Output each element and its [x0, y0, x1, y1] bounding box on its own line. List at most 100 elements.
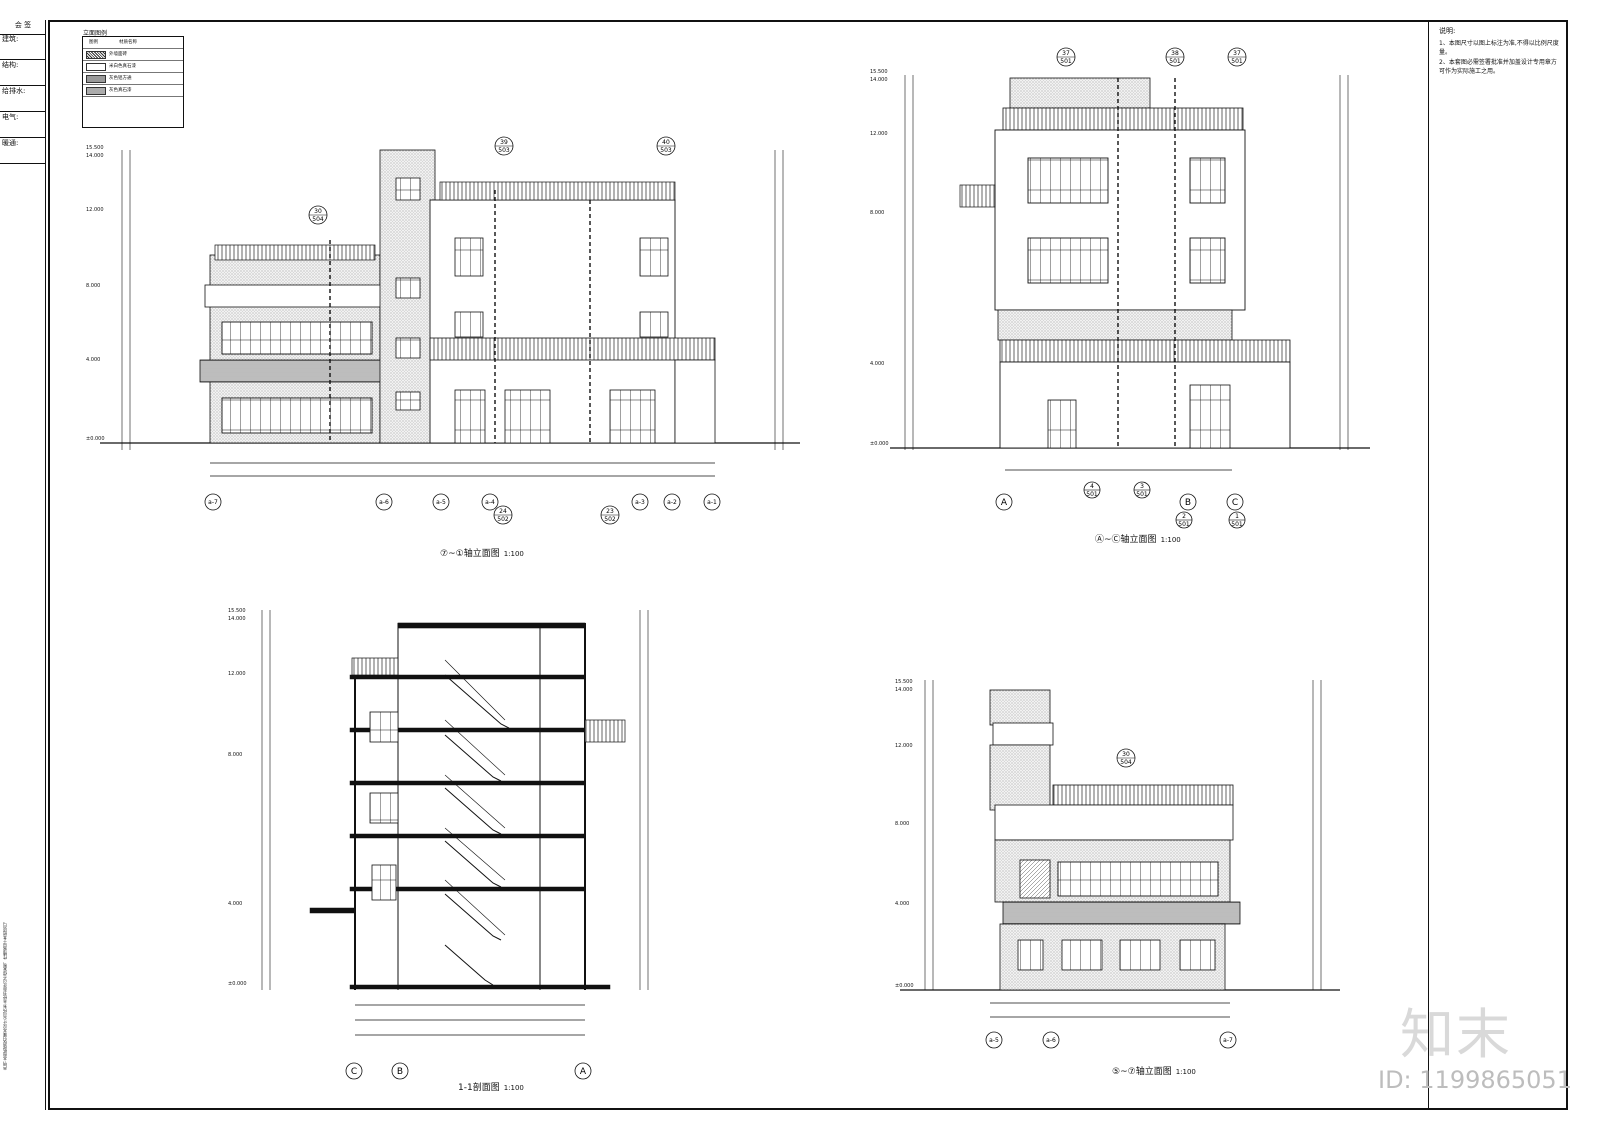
legend-title: 立面图例 [83, 30, 108, 37]
sign-panel: 会 签 建筑: 结构: 给排水: 电气: 暖通: 声明:本图纸版权归属本设计公司… [0, 20, 46, 1110]
callout-sheet: 501 [1169, 58, 1181, 65]
level-mark: 12.000 [228, 671, 246, 677]
callout-num: 3 [1140, 483, 1144, 490]
axis-label: a-1 [707, 499, 717, 506]
level-mark: ±0.000 [228, 981, 247, 987]
sign-row-hvac: 暖通: [0, 138, 46, 164]
callout-sheet: 501 [1136, 491, 1148, 498]
axis-label: a-7 [208, 499, 218, 506]
axis-label: a-3 [635, 499, 645, 506]
dots-swatch-icon [86, 87, 106, 95]
elev3-levels: 15.500 14.000 12.000 8.000 4.000 ±0.000 [895, 679, 914, 989]
callout-num: 30 [314, 208, 322, 215]
sign-row-plumbing: 给排水: [0, 86, 46, 112]
level-mark: 15.500 [228, 608, 246, 614]
axis-label: A [1001, 498, 1008, 508]
level-mark: ±0.000 [895, 983, 914, 989]
drawing-frame [48, 20, 1568, 1110]
axis-label: B [397, 1067, 403, 1077]
callout-sheet: 502 [604, 516, 616, 523]
note-item-1: 1、本图尺寸以图上标注为准,不得以比例尺度量。 [1439, 40, 1559, 56]
elev2-levels: 15.500 14.000 12.000 8.000 4.000 ±0.000 [870, 69, 889, 447]
watermark-id: ID: 1199865051 [1378, 1066, 1572, 1094]
level-mark: 15.500 [895, 679, 913, 685]
level-mark: 14.000 [870, 77, 888, 83]
callout-sheet: 502 [497, 516, 509, 523]
gray-swatch-icon [86, 75, 106, 83]
callout-sheet: 501 [1231, 58, 1243, 65]
legend-col-pattern: 图例 [89, 40, 98, 45]
notes-title: 说明: [1439, 27, 1456, 35]
callout-num: 4 [1090, 483, 1094, 490]
elev3-caption-scale: 1:100 [1175, 1068, 1196, 1076]
elev2-caption-prefix: Ⓐ~Ⓒ [1095, 535, 1121, 545]
axis-label: a-5 [436, 499, 446, 506]
level-mark: 15.500 [86, 145, 104, 151]
callout-sheet: 501 [1086, 491, 1098, 498]
axis-label: B [1185, 498, 1191, 508]
level-mark: 4.000 [895, 901, 909, 907]
callout-num: 37 [1062, 50, 1070, 57]
callout-sheet: 501 [1060, 58, 1072, 65]
white-swatch-icon [86, 63, 106, 71]
elev3-axes: a-5 a-6 a-7 [985, 1031, 1237, 1049]
elev1-caption-title: 轴立面图 [463, 549, 500, 559]
level-mark: 12.000 [86, 207, 104, 213]
section-1-1 [261, 610, 649, 1036]
elevation-1 [100, 149, 800, 477]
material-legend: 立面图例 图例 材质名称 外墙面砖 米白色真石漆 灰色铝方通 灰色真石漆 [82, 30, 184, 128]
callout-num: 2 [1182, 513, 1186, 520]
legend-item: 灰色真石漆 [109, 88, 132, 93]
level-mark: 14.000 [895, 687, 913, 693]
level-mark: 4.000 [870, 361, 884, 367]
elev2-axes: A B C [995, 493, 1244, 511]
level-mark: ±0.000 [870, 441, 889, 447]
hatch-swatch-icon [86, 51, 106, 59]
callout-sheet: 503 [660, 147, 672, 154]
axis-label: a-6 [379, 499, 389, 506]
sign-row-structure: 结构: [0, 60, 46, 86]
level-mark: 14.000 [86, 153, 104, 159]
elev1-axes: a-7 a-6 a-5 a-4 a-3 a-2 a-1 [204, 493, 721, 511]
elev2-caption-title: 轴立面图 [1120, 535, 1157, 545]
section-levels: 15.500 14.000 12.000 8.000 4.000 ±0.000 [228, 608, 247, 987]
axis-label: a-7 [1223, 1037, 1233, 1044]
legend-item: 米白色真石漆 [109, 64, 136, 69]
level-mark: 15.500 [870, 69, 888, 75]
section-axes: C B A [345, 1062, 592, 1080]
callout-sheet: 504 [1120, 759, 1132, 766]
elev1-caption-prefix: ⑦~① [440, 549, 464, 559]
section-caption-title: 1-1剖面图 [458, 1083, 500, 1093]
elev2-caption-scale: 1:100 [1160, 536, 1181, 544]
level-mark: 8.000 [228, 752, 242, 758]
axis-label: a-6 [1046, 1037, 1056, 1044]
callout-num: 39 [500, 139, 508, 146]
elev1-levels: 15.500 14.000 12.000 8.000 4.000 ±0.000 [86, 145, 105, 442]
level-mark: 12.000 [895, 743, 913, 749]
callout-num: 23 [606, 508, 614, 515]
callout-sheet: 503 [498, 147, 510, 154]
elev1-caption-scale: 1:100 [503, 550, 524, 558]
callout-num: 37 [1233, 50, 1241, 57]
note-item-2: 2、本套图必需签署批准并加盖设计专用章方可作为实际施工之用。 [1439, 59, 1557, 75]
elevation-3 [900, 680, 1340, 1018]
level-mark: ±0.000 [86, 436, 105, 442]
elevation-2 [890, 75, 1370, 471]
level-mark: 8.000 [870, 210, 884, 216]
axis-label: a-4 [485, 499, 495, 506]
elev3-caption-title: 轴立面图 [1135, 1067, 1172, 1077]
callout-sheet: 501 [1231, 521, 1243, 528]
callout-num: 30 [1122, 751, 1130, 758]
legend-col-material: 材质名称 [119, 40, 137, 45]
axis-label: C [1232, 498, 1238, 508]
section-caption-scale: 1:100 [503, 1084, 524, 1092]
axis-label: a-5 [989, 1037, 999, 1044]
